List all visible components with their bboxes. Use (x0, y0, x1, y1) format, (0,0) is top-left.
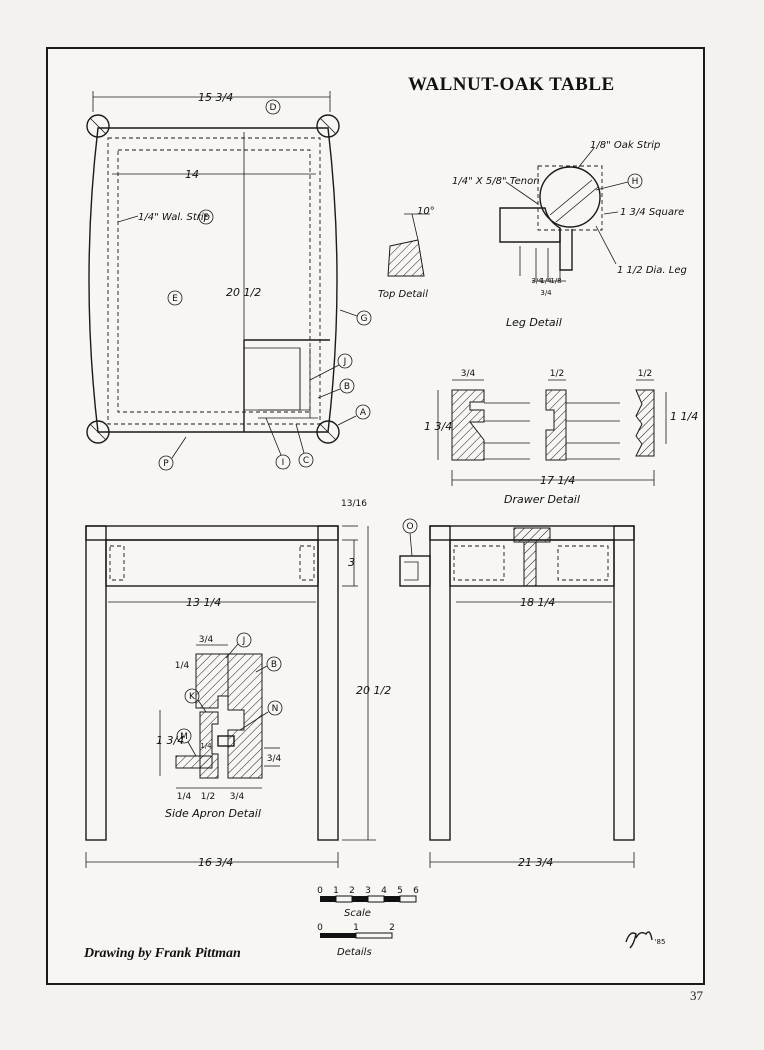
drawer-dim-4: 1 3/4 (424, 420, 452, 433)
tenon-label: 1/4" X 5/8" Tenon (452, 176, 540, 187)
apron-dim-4: 1/4 (200, 742, 212, 750)
callout-G: G (339, 309, 372, 326)
drawing-frame (46, 47, 705, 985)
oak-strip-label: 1/8" Oak Strip (590, 140, 660, 151)
svg-text:A: A (360, 408, 367, 418)
svg-text:'85: '85 (655, 938, 666, 946)
svg-text:G: G (361, 314, 368, 324)
side-width-dim: 21 3/4 (518, 856, 553, 869)
apron-dim-7: 1/2 (201, 792, 215, 802)
scale-label: Scale (344, 908, 371, 919)
svg-text:J: J (343, 357, 347, 367)
callout-B-apron: B (255, 656, 282, 673)
front-height-dim: 20 1/2 (356, 684, 391, 697)
apron-dim-6: 1/4 (177, 792, 192, 802)
drawing-credit: Drawing by Frank Pittman (84, 946, 241, 961)
svg-text:K: K (189, 692, 196, 702)
front-view: 13/16 3 13 1/4 20 1/2 16 3/4 (85, 499, 391, 869)
top-width-dim: 15 3/4 (198, 91, 233, 104)
drawing-title: WALNUT-OAK TABLE (408, 74, 615, 95)
svg-text:1: 1 (333, 886, 339, 896)
callout-E: E (167, 290, 183, 306)
artist-signature: '85 (625, 931, 666, 949)
leg-dim-1: 3/4 (531, 277, 543, 285)
svg-text:F: F (203, 213, 208, 223)
square-label: 1 3/4 Square (620, 207, 684, 218)
callout-D: D (265, 99, 281, 115)
apron-dim-1: 3/4 (199, 635, 214, 645)
svg-text:5: 5 (397, 886, 403, 896)
callout-N: M (176, 728, 197, 757)
leg-dim-4: 3/4 (540, 289, 552, 297)
top-detail: 10° Top Detail (378, 206, 435, 300)
svg-text:B: B (344, 382, 350, 392)
leg-dia-label: 1 1/2 Dia. Leg (617, 265, 687, 276)
callout-A: A (337, 404, 371, 426)
svg-text:P: P (163, 459, 169, 469)
callout-P: P (158, 436, 187, 471)
callout-C: C (295, 423, 314, 468)
svg-text:4: 4 (381, 886, 387, 896)
drawer-dim-1: 3/4 (461, 369, 476, 379)
top-view: 15 3/4 14 20 1/2 1/4" Wal. Strip (86, 91, 340, 444)
top-detail-angle: 10° (417, 206, 435, 217)
svg-text:O: O (406, 522, 413, 532)
svg-text:H: H (632, 177, 639, 187)
drawer-dim-5: 1 1/4 (670, 410, 698, 423)
svg-text:D: D (270, 103, 277, 113)
leg-dim-3: 1/8 (550, 277, 561, 285)
top-length-dim: 20 1/2 (226, 286, 261, 299)
svg-text:2: 2 (389, 923, 395, 933)
callout-O: N (239, 700, 283, 731)
details-scale-bar: 0 1 2 Details (317, 923, 395, 958)
page-number: 37 (690, 988, 703, 1003)
leg-detail-caption: Leg Detail (506, 316, 562, 329)
top-inner-dim: 14 (185, 168, 199, 181)
callout-M: O (402, 518, 418, 557)
svg-text:N: N (272, 704, 279, 714)
svg-text:C: C (303, 456, 309, 466)
svg-text:2: 2 (349, 886, 355, 896)
apron-dim-5: 3/4 (267, 754, 282, 764)
side-view: 18 1/4 21 3/4 (399, 525, 635, 869)
svg-text:I: I (282, 458, 285, 468)
drawer-detail: 3/4 1/2 1/2 1 3/4 1 1/4 17 1/4 Drawer De… (424, 369, 698, 506)
side-apron-caption: Side Apron Detail (165, 807, 261, 820)
svg-text:6: 6 (413, 886, 419, 896)
apron-dim-8: 3/4 (230, 792, 245, 802)
drawer-detail-caption: Drawer Detail (504, 493, 580, 506)
details-scale-label: Details (337, 947, 372, 958)
side-apron-detail: 3/4 1/4 1 3/4 1/4 3/4 1/4 1/2 3/4 Side A… (156, 635, 282, 820)
callout-J: J (309, 353, 353, 381)
callout-F: F (198, 209, 214, 225)
svg-text:E: E (172, 294, 178, 304)
leg-detail: 1/8" Oak Strip 1/4" X 5/8" Tenon 1 3/4 S… (452, 140, 687, 329)
front-width-dim: 16 3/4 (198, 856, 233, 869)
side-inner-dim: 18 1/4 (520, 596, 555, 609)
drawer-dim-2: 1/2 (550, 369, 564, 379)
svg-text:J: J (242, 636, 246, 646)
svg-text:M: M (180, 732, 188, 742)
drawer-dim-3: 1/2 (638, 369, 652, 379)
front-apron-dim: 3 (348, 556, 355, 569)
drawer-dim-6: 17 1/4 (540, 474, 575, 487)
svg-text:0: 0 (317, 886, 323, 896)
leg-dim-2: 1/4 (540, 277, 552, 285)
callout-H: H (595, 173, 643, 191)
apron-dim-2: 1/4 (175, 661, 190, 671)
svg-text:B: B (271, 660, 277, 670)
front-inner-dim: 13 1/4 (186, 596, 221, 609)
scale-bar: 0 1 2 3 4 5 6 Scale (317, 886, 419, 919)
front-top-dim: 13/16 (341, 499, 367, 509)
callout-B: B (317, 378, 355, 399)
callout-K: K (184, 688, 207, 713)
callout-I: I (265, 417, 291, 470)
top-detail-caption: Top Detail (378, 289, 428, 300)
walnut-strip-label: 1/4" Wal. Strip (138, 212, 210, 223)
callout-J-apron: J (225, 632, 252, 659)
svg-text:3: 3 (365, 886, 371, 896)
svg-text:0: 0 (317, 923, 323, 933)
svg-text:1: 1 (353, 923, 359, 933)
